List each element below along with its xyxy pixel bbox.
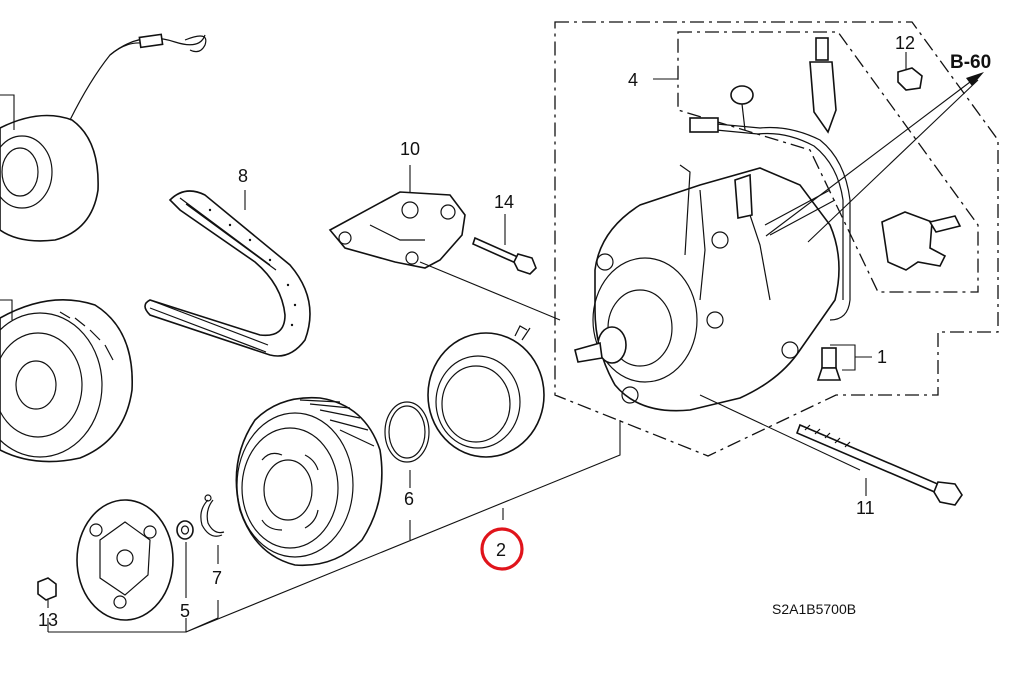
compressor-bracket bbox=[328, 165, 561, 321]
clutch-coil-partial bbox=[0, 33, 207, 242]
drive-belt bbox=[144, 190, 311, 357]
callout-5[interactable]: 5 bbox=[180, 601, 190, 621]
wiring-harness bbox=[653, 37, 851, 321]
pulley bbox=[235, 396, 383, 567]
callout-10[interactable]: 10 bbox=[400, 139, 420, 159]
compressor-group-outline bbox=[554, 21, 999, 457]
callout-8[interactable]: 8 bbox=[238, 166, 248, 186]
nut-12 bbox=[897, 67, 923, 91]
field-coil bbox=[427, 325, 545, 458]
nut-13 bbox=[37, 577, 57, 601]
highlight-ring bbox=[480, 527, 524, 571]
armature-plate bbox=[76, 499, 174, 621]
callout-13[interactable]: 13 bbox=[38, 610, 58, 630]
callout-4[interactable]: 4 bbox=[628, 70, 638, 90]
callout-2[interactable]: 2 bbox=[496, 540, 506, 560]
through-bolt bbox=[795, 423, 963, 506]
shim-washer bbox=[176, 520, 194, 598]
harness-clip bbox=[881, 211, 962, 271]
callout-6[interactable]: 6 bbox=[404, 489, 414, 509]
callout-12[interactable]: 12 bbox=[895, 33, 915, 53]
callout-11[interactable]: 11 bbox=[856, 498, 875, 518]
snap-ring-7 bbox=[200, 494, 225, 564]
bracket-bolt bbox=[472, 214, 537, 275]
reference-label[interactable]: B-60 bbox=[950, 52, 991, 73]
callout-14[interactable]: 14 bbox=[494, 192, 514, 212]
compressor-body bbox=[574, 164, 861, 471]
assembly-2-leader bbox=[47, 420, 621, 633]
fitting-1 bbox=[816, 344, 872, 381]
snap-ring-6 bbox=[384, 401, 430, 488]
pulley-partial bbox=[0, 298, 133, 463]
callout-7[interactable]: 7 bbox=[212, 568, 222, 588]
harness-subgroup-outline bbox=[677, 31, 979, 293]
reference-arrows bbox=[765, 72, 984, 243]
drawing-code: S2A1B5700B bbox=[772, 601, 856, 617]
callout-1[interactable]: 1 bbox=[877, 347, 887, 367]
